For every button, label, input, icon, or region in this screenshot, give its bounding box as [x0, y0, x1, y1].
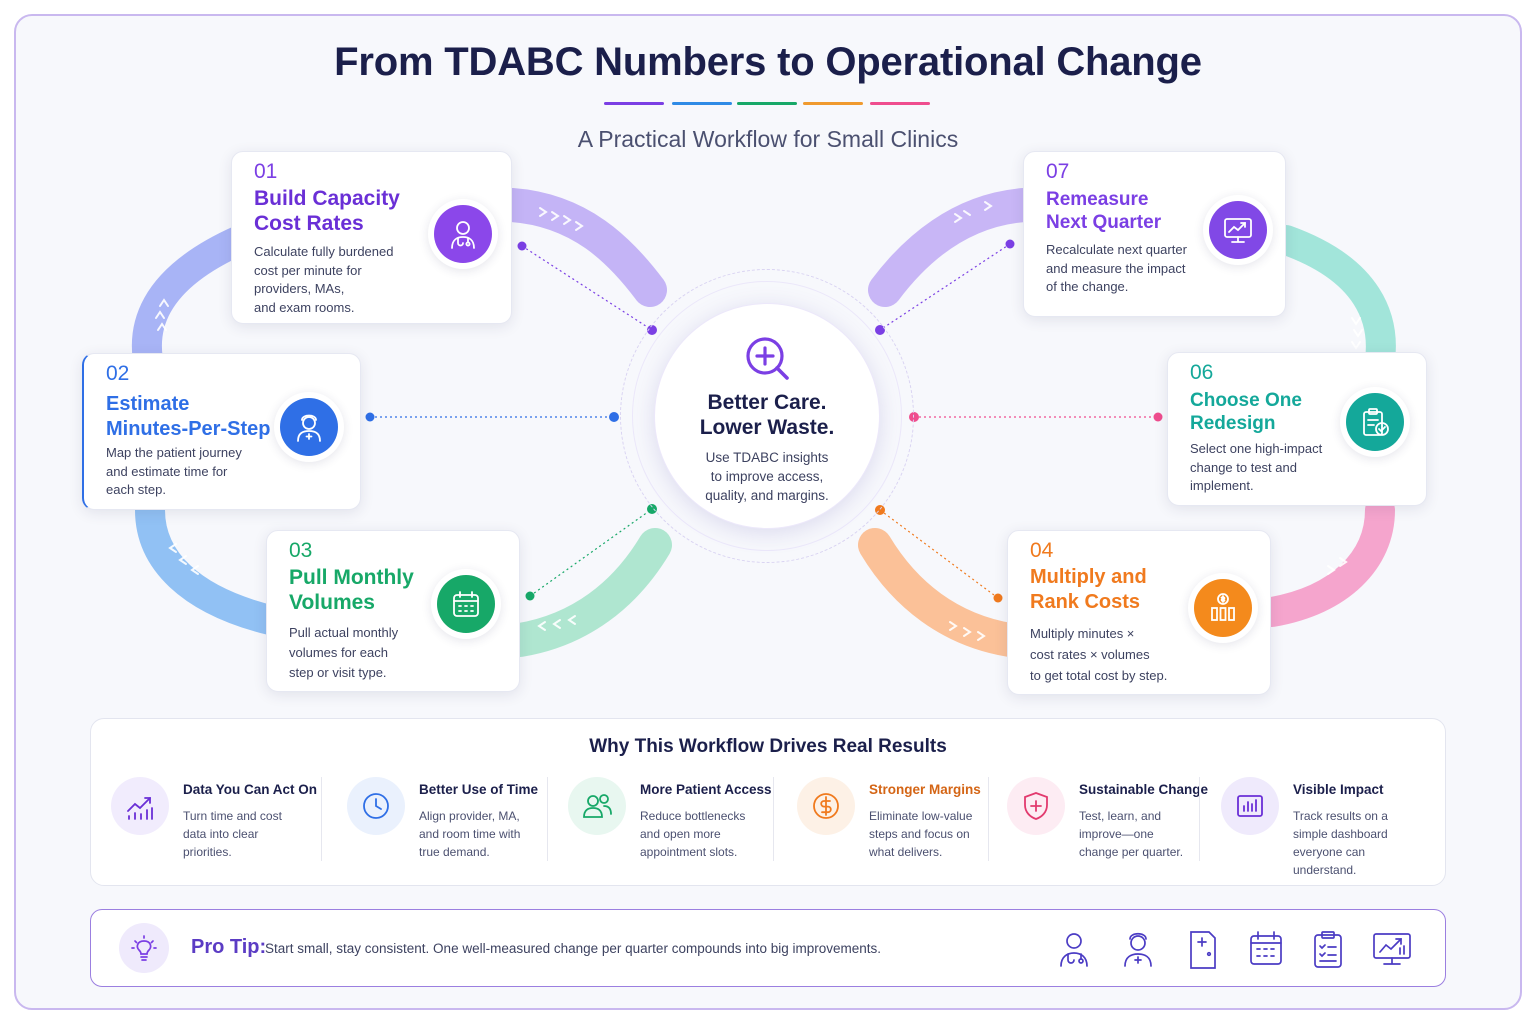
page-title: From TDABC Numbers to Operational Change: [334, 40, 1202, 84]
step-number: 06: [1190, 361, 1214, 384]
center-ring: [620, 269, 914, 563]
benefits-title: Why This Workflow Drives Real Results: [589, 736, 947, 757]
search-plus-icon: [743, 334, 793, 389]
nurse-icon: [1124, 932, 1152, 967]
nurse-icon: [280, 398, 338, 456]
checklist-icon: [1314, 931, 1342, 968]
monitor-chart-icon: [1373, 933, 1411, 965]
clipboard-check-icon: [1346, 393, 1404, 451]
medical-door-icon: [1190, 931, 1216, 969]
trend-chart-icon: [111, 777, 169, 835]
arc-center-to-07: [868, 188, 1041, 307]
step-number: 01: [254, 160, 278, 183]
arc-center-to-03: [503, 528, 672, 657]
lightbulb-icon: [119, 923, 169, 973]
calendar-icon: [1250, 931, 1282, 965]
dashboard-icon: [1221, 777, 1279, 835]
arc-02-to-03: [135, 495, 285, 635]
title-color-bars: [604, 102, 934, 106]
doctor-icon: [434, 205, 492, 263]
step-number: 04: [1030, 539, 1054, 562]
shield-plus-icon: [1007, 777, 1065, 835]
cost-chart-icon: [1194, 579, 1252, 637]
arc-04-to-center: [858, 528, 1027, 657]
arc-07-to-06: [1271, 225, 1396, 375]
step-number: 02: [106, 362, 130, 385]
calendar-icon: [437, 575, 495, 633]
benefits-panel: Why This Workflow Drives Real Results Da…: [90, 718, 1446, 886]
monitor-chart-icon: [1209, 201, 1267, 259]
step-number: 07: [1046, 160, 1070, 183]
page-subtitle: A Practical Workflow for Small Clinics: [577, 126, 959, 152]
pro-tip-text: Start small, stay consistent. One well-m…: [265, 941, 882, 956]
arc-06-to-04: [1257, 495, 1395, 627]
dollar-icon: [797, 777, 855, 835]
clock-icon: [347, 777, 405, 835]
step-description: Multiply minutes ×cost rates × volumes t…: [1030, 626, 1168, 683]
people-icon: [568, 777, 626, 835]
center-description: Use TDABC insights to improve access, qu…: [705, 450, 829, 503]
center-ring-inner: [632, 281, 902, 551]
pro-tip-label: Pro Tip:: [191, 936, 267, 958]
doctor-icon: [1060, 933, 1088, 967]
pro-tip-banner: Pro Tip: Start small, stay consistent. O…: [90, 909, 1446, 987]
center-hub: Better Care. Lower Waste. Use TDABC insi…: [654, 303, 880, 529]
arc-01-to-center: [495, 188, 667, 307]
center-title: Better Care. Lower Waste.: [699, 391, 835, 439]
step-number: 03: [289, 539, 313, 562]
